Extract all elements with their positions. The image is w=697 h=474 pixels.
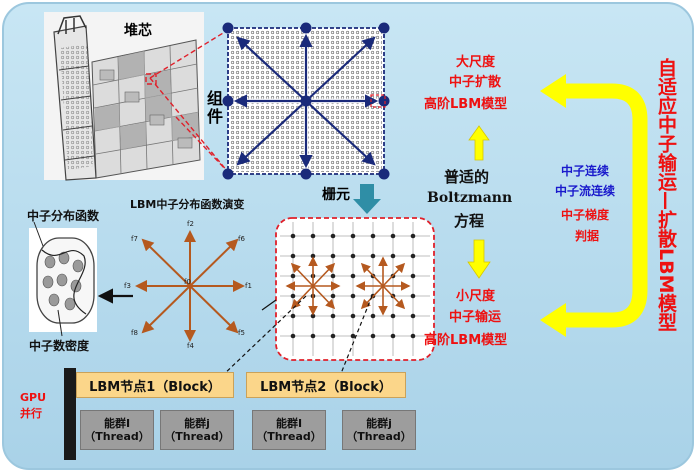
gpu-section (64, 368, 76, 460)
vertical-model-title: 自适应中子输运—扩散LBM模型 (655, 58, 677, 332)
thread-line-2: （Thread） (256, 430, 322, 443)
lbm-lattice-grid (275, 217, 435, 361)
direction-label-f8: f8 (131, 329, 138, 337)
boltzmann-line-2: Boltzmann (427, 190, 513, 206)
direction-label-f7: f7 (131, 235, 138, 243)
thread-line-2: （Thread） (164, 430, 230, 443)
large-scale-line-2: 中子扩散 (449, 75, 502, 90)
neutron-density-label: 中子数密度 (29, 339, 90, 353)
direction-label-f4: f4 (187, 342, 194, 350)
criteria-current: 中子流连续 (555, 184, 616, 198)
boltzmann-line-3: 方程 (454, 212, 485, 230)
lbm-evolution-label: LBM中子分布函数演变 (130, 198, 245, 211)
direction-label-f6: f6 (238, 235, 245, 243)
core-label: 堆芯 (124, 23, 152, 39)
boltzmann-line-1: 普适的 (444, 168, 490, 186)
thread-group-j-1: 能群j （Thread） (160, 410, 234, 450)
neutron-distribution-label: 中子分布函数 (27, 209, 100, 223)
big-yellow-bracket-arrow (563, 83, 648, 328)
criteria-continuity: 中子连续 (561, 164, 610, 178)
thread-group-j-2: 能群j （Thread） (342, 410, 416, 450)
gpu-label: GPU (20, 391, 47, 404)
thread-line-1: 能群I (103, 416, 131, 430)
small-scale-line-2: 中子输运 (449, 310, 502, 325)
yellow-small-arrows (467, 125, 491, 279)
thread-group-i-1: 能群I （Thread） (80, 410, 154, 450)
thread-line-1: 能群j (366, 416, 392, 430)
large-scale-line-1: 大尺度 (456, 55, 496, 70)
assembly-lattice (222, 22, 390, 180)
large-scale-line-3: 高阶LBM模型 (424, 97, 508, 112)
direction-label-f1: f1 (245, 282, 252, 290)
grid-to-star-arrow (261, 299, 277, 311)
neutron-distribution-box (29, 221, 97, 337)
criteria-gradient: 中子梯度 (561, 208, 610, 222)
lattice-cell-arrow (353, 184, 381, 214)
lattice-cell-label: 栅元 (322, 187, 350, 203)
assembly-label: 组件 (204, 90, 223, 126)
direction-label-f2: f2 (187, 220, 194, 228)
direction-label-f5: f5 (238, 329, 245, 337)
parallel-label: 并行 (20, 407, 42, 420)
thread-line-2: （Thread） (84, 430, 150, 443)
d2q9-velocity-star (135, 230, 245, 342)
thread-line-1: 能群j (184, 416, 210, 430)
direction-label-f0: f0 (184, 278, 191, 286)
criteria-label: 判据 (575, 229, 600, 243)
zoom-guide-lines (145, 29, 229, 173)
lbm-block-2: LBM节点2（Block） (246, 372, 406, 398)
lbm-block-1: LBM节点1（Block） (76, 372, 234, 398)
reactor-core-illustration (44, 12, 204, 181)
small-scale-line-3: 高阶LBM模型 (424, 333, 508, 348)
grid-to-block-links (221, 295, 373, 377)
thread-line-1: 能群I (275, 416, 303, 430)
thread-line-2: （Thread） (346, 430, 412, 443)
thread-group-i-2: 能群I （Thread） (252, 410, 326, 450)
direction-label-f3: f3 (124, 282, 131, 290)
small-scale-line-1: 小尺度 (456, 289, 496, 304)
